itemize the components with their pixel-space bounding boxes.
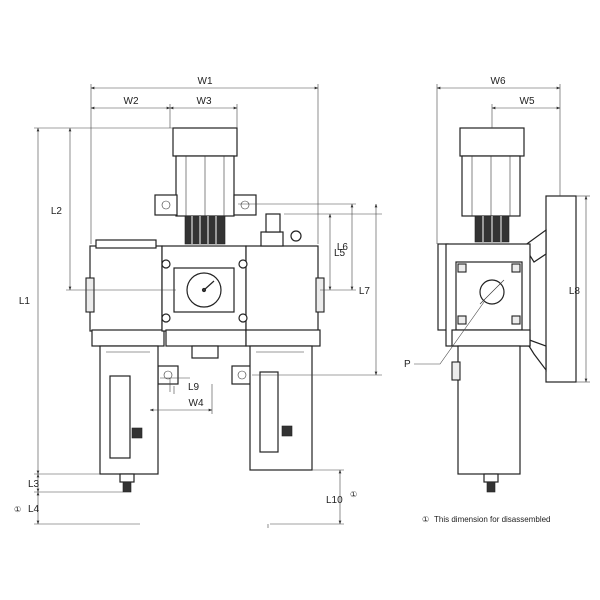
filter-bowl [99,345,159,493]
mounting-bracket-top [154,194,257,216]
connection-screws [161,259,248,323]
footnote-text: This dimension for disassembled [434,515,551,524]
mounting-bracket-bottom [157,345,253,385]
regulator-body [161,245,247,347]
label-w6: W6 [491,76,506,87]
label-l1: L1 [19,296,31,307]
label-w4: W4 [189,398,204,409]
label-w3: W3 [197,96,212,107]
label-l7: L7 [359,286,371,297]
label-l3: L3 [28,479,40,490]
note-marker-l4: ① [14,505,21,514]
side-bracket [522,195,577,383]
lubricator-bowl [249,345,313,471]
label-w5: W5 [520,96,535,107]
side-bowl [451,345,521,493]
label-l6: L6 [337,242,349,253]
side-dimensions [414,84,590,383]
label-l10: L10 [326,495,343,506]
front-dimensions [34,84,382,525]
side-view [437,127,577,493]
label-l8: L8 [569,286,581,297]
filter-body [85,239,165,347]
lubricator-body [245,213,325,347]
label-l2: L2 [51,206,63,217]
label-p: P [404,359,411,370]
label-w2: W2 [124,96,139,107]
side-knob [459,127,525,243]
note-marker-l10: ① [350,490,357,499]
footnote-marker: ① [422,515,429,524]
front-view [85,127,325,528]
label-l4: L4 [28,504,40,515]
label-l9: L9 [188,382,200,393]
label-l5: L5 [334,248,346,259]
dimension-labels: W1 W2 W3 W4 W5 W6 L1 L2 L3 L4 L5 L6 L7 L… [14,76,580,524]
side-body [437,243,531,347]
regulator-knob [172,127,238,245]
label-w1: W1 [198,76,213,87]
